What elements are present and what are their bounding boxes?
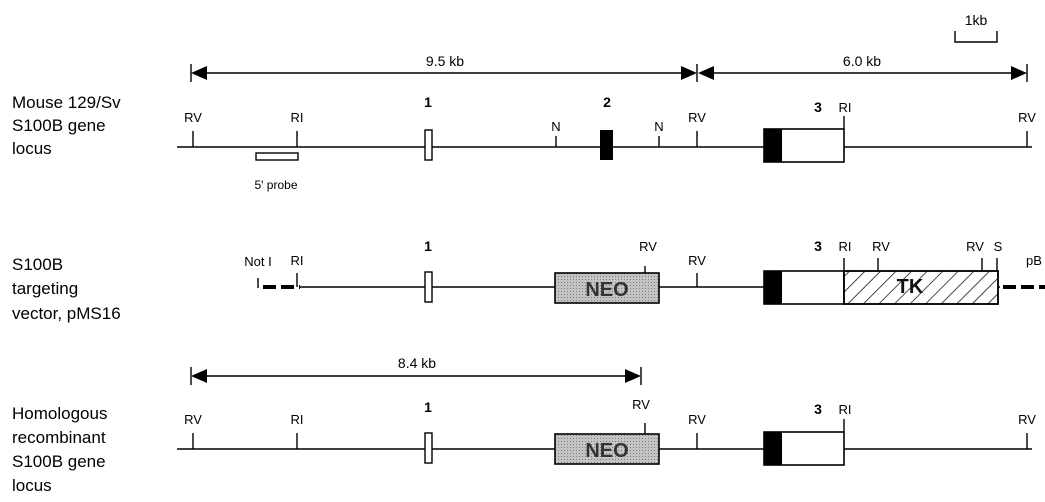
restriction-site-label: RV <box>688 110 706 125</box>
exon-3-box <box>763 431 845 466</box>
exon-3-box <box>763 270 845 305</box>
row-title-line: recombinant <box>12 428 106 447</box>
restriction-site-label: RV <box>1018 412 1036 427</box>
scale-bar-label: 1kb <box>965 12 988 28</box>
exon-number: 1 <box>424 94 432 110</box>
row-title-line: targeting <box>12 279 78 298</box>
exon-number: 3 <box>814 401 822 417</box>
row-title-line: Homologous <box>12 404 107 423</box>
restriction-site-label: RI <box>839 402 852 417</box>
restriction-site-label: S <box>994 239 1003 254</box>
probe-label: 5' probe <box>255 178 298 192</box>
scale-bar: 1kb <box>954 12 998 43</box>
row-title-line: S100B gene <box>12 116 106 135</box>
dimension-arrow-8-4kb: 8.4 kb <box>190 355 642 385</box>
exon-number: 2 <box>603 94 611 110</box>
exon-3-box <box>763 128 845 163</box>
row-title-line: locus <box>12 139 52 158</box>
wild-type-locus: Mouse 129/Sv S100B gene locus 9.5 kb 6.0… <box>12 53 1036 192</box>
restriction-site-label: RV <box>688 253 706 268</box>
exon-number: 3 <box>814 238 822 254</box>
targeting-vector: S100B targeting vector, pMS16 Not I RI R… <box>12 238 1045 323</box>
restriction-site-label: RI <box>839 239 852 254</box>
dimension-label: 8.4 kb <box>398 355 436 371</box>
restriction-site-label: RV <box>639 239 657 254</box>
restriction-site-label: N <box>654 119 663 134</box>
five-prime-probe <box>255 152 299 161</box>
dimension-arrow-9-5kb: 9.5 kb <box>190 53 698 82</box>
exon-1-box <box>424 129 433 161</box>
restriction-site-label: RI <box>839 100 852 115</box>
row-title-line: S100B <box>12 255 63 274</box>
recombinant-locus: Homologous recombinant S100B gene locus … <box>12 355 1036 495</box>
row-title-line: vector, pMS16 <box>12 304 121 323</box>
exon-number: 3 <box>814 99 822 115</box>
row-title-line: S100B gene <box>12 452 106 471</box>
exon-2-box <box>600 130 613 160</box>
restriction-site-label: pB <box>1026 253 1042 268</box>
restriction-site-label: N <box>551 119 560 134</box>
neo-cassette: NEO <box>554 272 660 304</box>
restriction-site-label: RI <box>291 412 304 427</box>
exon-1-box <box>424 271 433 303</box>
restriction-site-label: RV <box>966 239 984 254</box>
restriction-site-label: RV <box>184 412 202 427</box>
neo-cassette: NEO <box>554 433 660 465</box>
exon-1-box <box>424 432 433 464</box>
restriction-site-label: RV <box>688 412 706 427</box>
row-title-line: Mouse 129/Sv <box>12 93 121 112</box>
tk-cassette: TK <box>843 270 999 305</box>
exon-number: 1 <box>424 238 432 254</box>
dimension-label: 9.5 kb <box>426 53 464 69</box>
restriction-site-label: Not I <box>244 254 271 269</box>
exon-number: 1 <box>424 399 432 415</box>
restriction-site-label: RI <box>291 253 304 268</box>
dimension-label: 6.0 kb <box>843 53 881 69</box>
row-title-line: locus <box>12 476 52 495</box>
tk-label: TK <box>897 276 924 298</box>
restriction-site-label: RV <box>1018 110 1036 125</box>
restriction-site-label: RV <box>872 239 890 254</box>
restriction-site-label: RV <box>184 110 202 125</box>
neo-label: NEO <box>585 440 628 462</box>
dimension-arrow-6-0kb: 6.0 kb <box>698 53 1028 82</box>
restriction-site-label: RI <box>291 110 304 125</box>
neo-label: NEO <box>585 279 628 301</box>
restriction-site-label: RV <box>632 397 650 412</box>
